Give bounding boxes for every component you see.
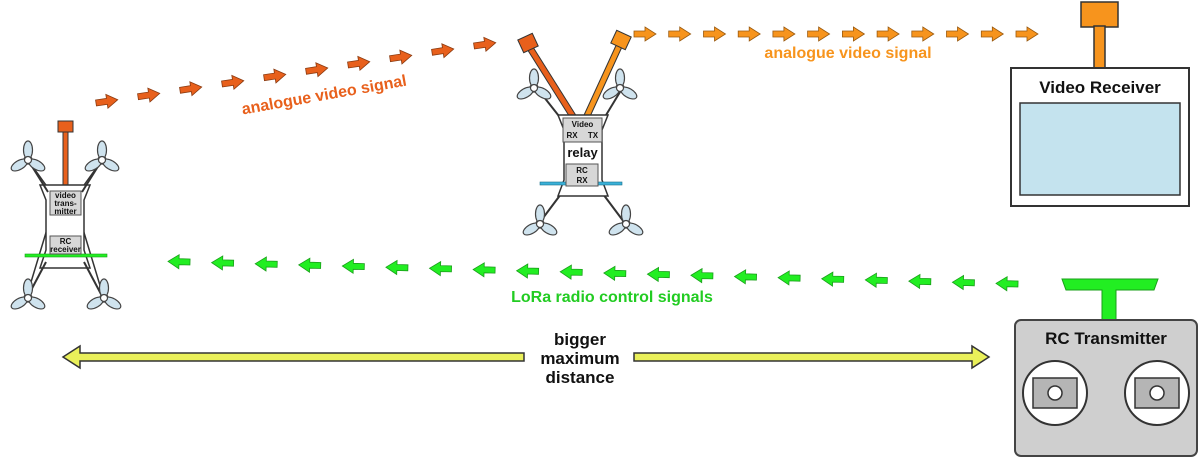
signal-arrow bbox=[841, 26, 865, 42]
signal-arrow bbox=[772, 26, 796, 42]
signal-arrow bbox=[220, 73, 246, 92]
relay-antenna-left-tip bbox=[517, 32, 539, 54]
relay-drone: Video RX TX relay RC RX bbox=[514, 29, 646, 239]
signal-arrow bbox=[980, 26, 1004, 42]
signal-arrow bbox=[559, 264, 583, 280]
signal-arrow bbox=[908, 273, 932, 290]
signal-arrow bbox=[178, 79, 204, 98]
signal-arrow bbox=[341, 258, 365, 275]
left-drone-antenna-tip bbox=[57, 120, 74, 133]
signal-arrow bbox=[864, 272, 888, 288]
video-tx-label-1: video bbox=[55, 191, 76, 200]
signal-arrow bbox=[807, 26, 831, 42]
rc-receiver-label-1: RC bbox=[60, 237, 72, 246]
left-drone-antenna bbox=[62, 130, 69, 190]
video-receiver-screen bbox=[1019, 102, 1181, 196]
video-receiver-title: Video Receiver bbox=[1039, 78, 1161, 97]
rc-receiver-label-2: receiver bbox=[50, 245, 81, 254]
signal-arrow bbox=[472, 35, 498, 54]
signal-arrow bbox=[388, 47, 414, 67]
signal-arrow bbox=[733, 269, 758, 285]
signal-arrow bbox=[995, 275, 1019, 292]
left-drone-video-transmitter-box: video trans- mitter bbox=[49, 190, 82, 216]
signal-arrow bbox=[946, 26, 969, 42]
signal-arrow bbox=[703, 26, 726, 42]
propeller-icon bbox=[84, 278, 124, 313]
signal-arrow bbox=[262, 66, 288, 86]
signal-arrow bbox=[911, 26, 935, 42]
rc-transmitter-title: RC Transmitter bbox=[1045, 329, 1167, 348]
signal-arrow bbox=[646, 266, 671, 283]
signal-arrow bbox=[633, 26, 657, 42]
left-drone: video trans- mitter RC receiver bbox=[8, 120, 124, 313]
signal-arrow bbox=[1015, 26, 1039, 42]
left-drone-rc-receiver-box: RC receiver bbox=[49, 235, 82, 255]
relay-video-tx-label: TX bbox=[588, 131, 599, 140]
rc-transmitter-antenna bbox=[1061, 278, 1159, 321]
relay-rc-rx-box: RC RX bbox=[565, 163, 599, 187]
signal-arrow bbox=[472, 262, 496, 278]
signal-arrow bbox=[821, 271, 845, 287]
relay-video-rx-label: RX bbox=[566, 131, 578, 140]
video-receiver: Video Receiver bbox=[1010, 1, 1190, 207]
propeller-icon bbox=[606, 204, 646, 239]
signal-arrow bbox=[690, 267, 714, 284]
signal-arrow bbox=[430, 41, 456, 60]
signal-arrow bbox=[603, 265, 627, 282]
distance-label-1: bigger bbox=[554, 330, 606, 349]
signal-arrow bbox=[298, 257, 322, 273]
left-joystick-icon bbox=[1022, 360, 1088, 426]
signal-arrow bbox=[167, 253, 191, 270]
distance-label-2: maximum bbox=[540, 349, 619, 368]
video-signal-label-2: analogue video signal bbox=[764, 45, 931, 62]
propeller-icon bbox=[82, 140, 122, 175]
signal-arrow bbox=[515, 263, 540, 279]
video-receiver-antenna-tip bbox=[1080, 1, 1119, 28]
distance-label-3: distance bbox=[546, 368, 615, 387]
relay-rc-label-1: RC bbox=[576, 166, 588, 175]
propeller-icon bbox=[520, 204, 560, 239]
relay-rc-label-2: RX bbox=[576, 176, 588, 185]
relay-label: relay bbox=[567, 145, 598, 160]
lora-signal-label: LoRa radio control signals bbox=[511, 289, 713, 306]
video-tx-label-2: trans- bbox=[54, 199, 77, 208]
signal-arrow bbox=[136, 85, 162, 105]
relay-antenna-right-tip bbox=[610, 29, 632, 51]
right-joystick-icon bbox=[1124, 360, 1190, 426]
propeller-icon bbox=[8, 140, 48, 175]
video-tx-label-3: mitter bbox=[54, 207, 76, 216]
signal-arrow bbox=[876, 26, 900, 42]
rc-transmitter: RC Transmitter bbox=[1014, 278, 1198, 457]
signal-arrow bbox=[428, 260, 453, 277]
signal-arrow bbox=[94, 92, 120, 111]
propeller-icon bbox=[8, 278, 48, 313]
distance-arrow bbox=[61, 344, 991, 370]
signal-arrow bbox=[346, 54, 372, 73]
signal-arrow bbox=[777, 270, 801, 286]
video-receiver-antenna bbox=[1093, 25, 1106, 70]
signal-arrow bbox=[254, 256, 278, 272]
video-signal-arrows-2 bbox=[633, 26, 1039, 42]
relay-video-box: Video RX TX bbox=[562, 117, 603, 143]
relay-video-label: Video bbox=[572, 120, 594, 129]
signal-arrow bbox=[304, 60, 330, 79]
signal-arrow bbox=[210, 255, 235, 271]
signal-arrow bbox=[668, 26, 692, 42]
signal-arrow bbox=[385, 259, 409, 276]
lora-signal-arrows bbox=[167, 253, 1019, 292]
signal-arrow bbox=[951, 274, 976, 291]
signal-arrow bbox=[737, 26, 761, 42]
